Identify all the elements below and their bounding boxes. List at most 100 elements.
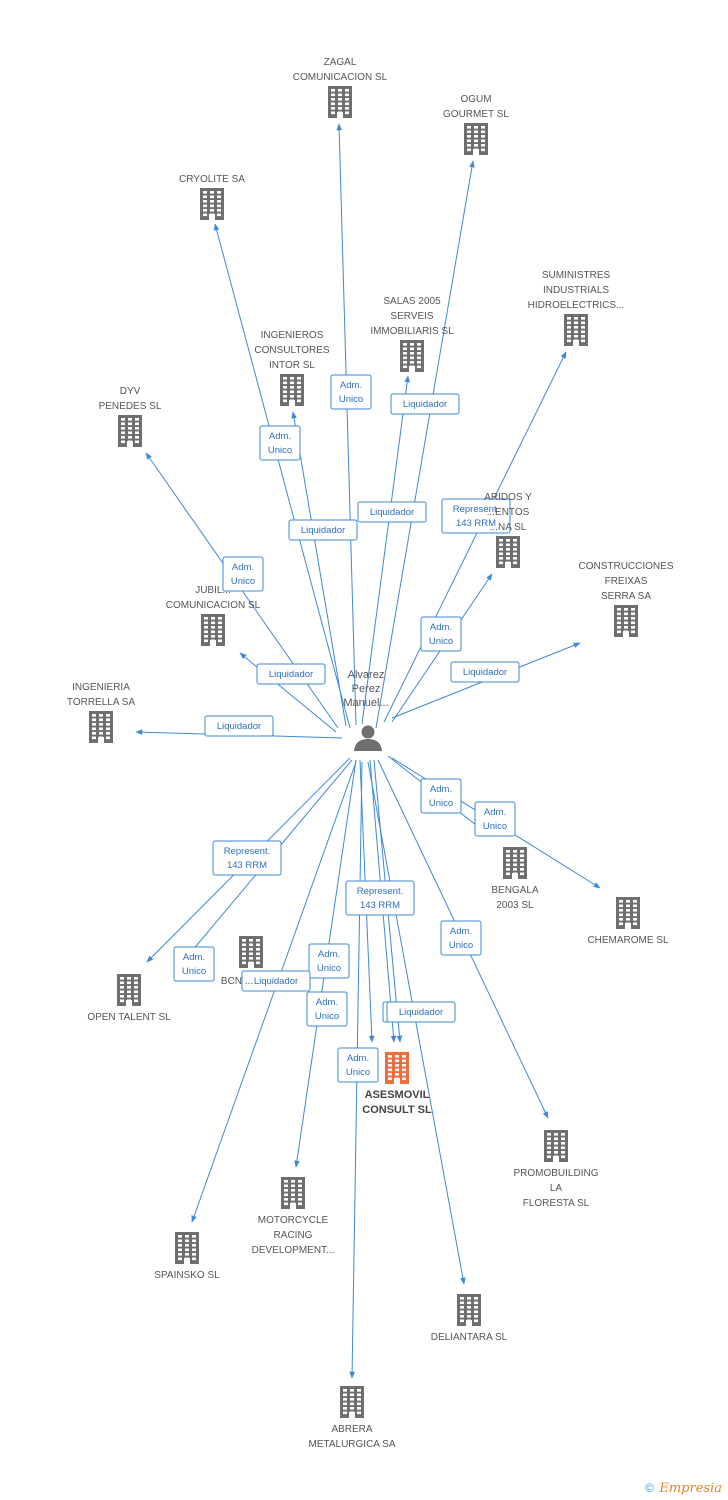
edge-label-ogum[interactable]: Liquidador (390, 393, 460, 415)
edge-label-text: Adm. (269, 431, 291, 442)
company-node-spainsko[interactable]: SPAINSKO SL (154, 1232, 220, 1281)
edge-label-zagal[interactable]: Adm.Unico (330, 374, 372, 410)
edge-label-salas[interactable]: Liquidador (357, 501, 427, 523)
edge-label-text: Liquidador (463, 667, 507, 678)
edge-label-chemarome[interactable]: Adm. Unico (474, 801, 516, 837)
edge-label-asesmovil[interactable]: Represent.143 RRM (345, 880, 415, 916)
company-label: CONSULT SL (362, 1104, 432, 1116)
company-label: COMUNICACION SL (166, 600, 261, 611)
edge-label-text: Unico (483, 821, 507, 832)
building-icon (503, 847, 527, 879)
edge-label-text: Adm. (484, 807, 506, 818)
company-node-cryolite[interactable]: CRYOLITE SA (179, 174, 245, 220)
edge-cryolite (213, 223, 351, 729)
edge-label-promobuilding[interactable]: Adm.Unico (440, 920, 482, 956)
edge-label-text: Unico (231, 576, 255, 587)
edge-label-ingenieria[interactable]: Liquidador (204, 715, 274, 737)
company-label: ARIDOS Y (484, 492, 532, 503)
company-node-chemarome[interactable]: CHEMAROME SL (587, 897, 669, 946)
company-label: SERVEIS (390, 311, 433, 322)
edge-label-text: Liquidador (217, 721, 261, 732)
company-label: SALAS 2005 (383, 296, 441, 307)
edge-label-motorcycle[interactable]: Adm.Unico (308, 943, 350, 979)
company-node-deliantara[interactable]: DELIANTARA SL (431, 1294, 508, 1343)
edge-label-construcciones[interactable]: Liquidador (450, 661, 520, 683)
center-person[interactable]: AlvarezPerezManuel... (343, 669, 389, 751)
company-label: OGUM (460, 94, 491, 105)
copyright-symbol: © (645, 1481, 655, 1495)
building-icon (117, 974, 141, 1006)
company-label: 2003 SL (496, 900, 534, 911)
edge-spainsko (191, 761, 357, 1223)
company-label: JUBIL... (195, 585, 231, 596)
company-label: FREIXAS (605, 576, 648, 587)
edge-label-deliantara[interactable]: Liquidador (386, 1001, 456, 1023)
company-label: ...ENTOS (487, 507, 530, 518)
edge-label-text: Liquidador (370, 507, 414, 518)
company-label: GOURMET SL (443, 109, 509, 120)
company-label: SUMINISTRES (542, 270, 611, 281)
company-node-bcn[interactable]: BCN ... (221, 936, 263, 987)
person-name: Alvarez (348, 669, 385, 681)
company-node-aridos[interactable]: ARIDOS Y...ENTOS...NA SL (484, 492, 532, 568)
edge-label-suministres[interactable]: Represent.143 RRM (441, 498, 511, 534)
company-node-ogum[interactable]: OGUM GOURMET SL (443, 94, 509, 155)
company-label: RACING (274, 1230, 313, 1241)
edge-label-bcn[interactable]: Adm.Unico (173, 946, 215, 982)
person-name: Manuel... (343, 697, 388, 709)
edge-label-aridos[interactable]: Adm.Unico (420, 616, 462, 652)
company-label: SERRA SA (601, 591, 651, 602)
company-node-motorcycle[interactable]: MOTORCYCLERACINGDEVELOPMENT... (252, 1177, 335, 1256)
edge-label-bengala[interactable]: Adm. Unico (420, 778, 462, 814)
edge-label-text: Unico (182, 966, 206, 977)
building-icon (616, 897, 640, 929)
building-icon (118, 415, 142, 447)
edge-label-text: Liquidador (301, 525, 345, 536)
edge-label-text: Liquidador (399, 1007, 443, 1018)
company-node-abrera[interactable]: ABRERA METALURGICA SA (308, 1386, 396, 1450)
company-node-jubil[interactable]: JUBIL... COMUNICACION SL (166, 585, 261, 646)
edge-label-text: Represent. (224, 846, 270, 857)
edge-label-text: Unico (339, 394, 363, 405)
building-icon (400, 340, 424, 372)
building-icon (385, 1052, 409, 1084)
edge-label-cryolite[interactable]: Liquidador (288, 519, 358, 541)
company-node-opentalent[interactable]: OPEN TALENT SL (87, 974, 171, 1023)
company-node-asesmovil[interactable]: ASESMOVIL CONSULT SL (362, 1052, 432, 1116)
edge-label-text: Unico (317, 963, 341, 974)
building-icon (340, 1386, 364, 1418)
building-icon (496, 536, 520, 568)
edge-label-text: Unico (429, 798, 453, 809)
edge-label-text: Represent. (453, 504, 499, 515)
edge-label-abrera[interactable]: Adm.Unico (337, 1047, 379, 1083)
edge-label-text: Adm. (430, 784, 452, 795)
company-label: OPEN TALENT SL (87, 1012, 171, 1023)
edge-label-opentalent[interactable]: Represent.143 RRM (212, 840, 282, 876)
company-label: INGENIEROS (261, 330, 324, 341)
company-node-suministres[interactable]: SUMINISTRESINDUSTRIALSHIDROELECTRICS... (528, 270, 625, 346)
edge-label-jubil[interactable]: Liquidador (256, 663, 326, 685)
building-icon (175, 1232, 199, 1264)
brand-logo[interactable]: Empresia (659, 1481, 722, 1496)
edge-label-dyv[interactable]: Adm.Unico (222, 556, 264, 592)
building-icon (239, 936, 263, 968)
edge-label-text: Liquidador (254, 976, 298, 987)
edge-label-spainsko[interactable]: Liquidador (241, 970, 311, 992)
edge-label-text: 143 RRM (360, 900, 400, 911)
edge-label-asesmovil[interactable]: Adm.Unico (306, 991, 348, 1027)
company-label: ABRERA (331, 1424, 372, 1435)
edge-label-ingenieros[interactable]: Adm.Unico (259, 425, 301, 461)
company-label: ASESMOVIL (365, 1089, 430, 1101)
company-label: METALURGICA SA (308, 1439, 395, 1450)
company-label: COMUNICACION SL (293, 72, 388, 83)
